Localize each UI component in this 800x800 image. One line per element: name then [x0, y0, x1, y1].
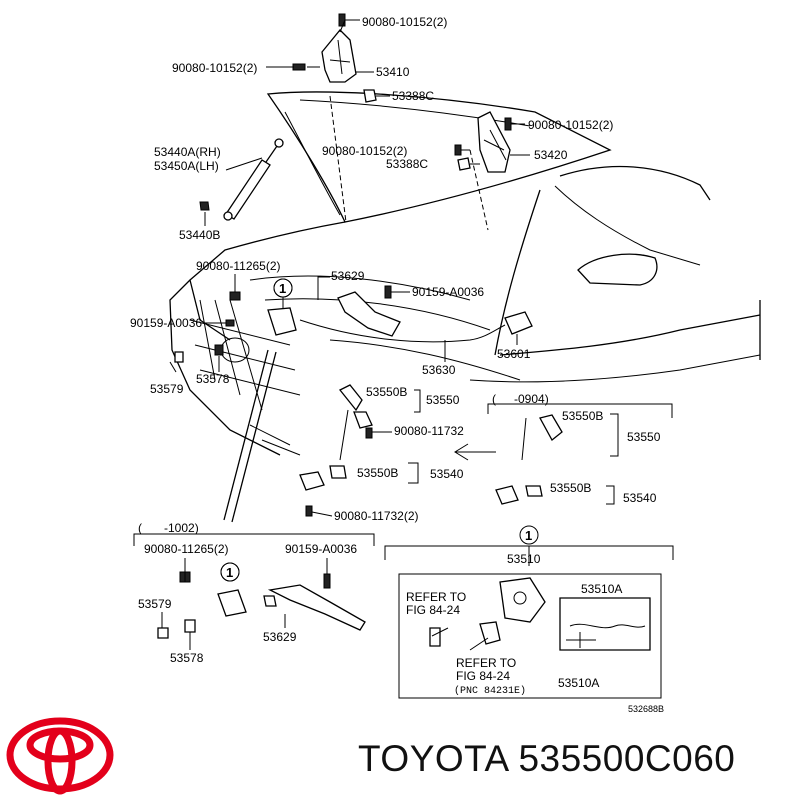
part-label: 53579	[138, 597, 172, 611]
part-label: 90080-10152(2)	[528, 118, 613, 132]
part-label: (	[492, 392, 496, 406]
part-label: 53510A	[558, 676, 599, 690]
part-label: -1002)	[164, 521, 199, 535]
callout-number: 1	[226, 565, 233, 580]
hood-hinge-lh	[292, 13, 390, 103]
part-label: 53629	[331, 269, 365, 283]
part-label: 53630	[422, 363, 456, 377]
part-label: -0904)	[514, 392, 549, 406]
part-label: 90080-10152(2)	[322, 144, 407, 158]
part-label: 90080-11265(2)	[144, 542, 229, 556]
part-label: 53579	[150, 382, 184, 396]
callout-number: 1	[525, 528, 532, 543]
part-label: 90080-10152(2)	[362, 15, 447, 29]
part-label: 53550B	[562, 409, 603, 423]
hood-drawing	[266, 91, 612, 231]
part-label: 90159-A0036	[285, 542, 357, 556]
part-label: 53578	[170, 651, 204, 665]
part-label: 90159-A0036	[130, 316, 202, 330]
part-label: 53388C	[386, 157, 428, 171]
hood-lock-area-upper	[174, 278, 533, 523]
hood-support-strut	[199, 138, 284, 221]
part-label: 53601	[497, 347, 531, 361]
part-label: 53410	[376, 65, 410, 79]
part-label: 53510A	[581, 582, 622, 596]
brand-name: TOYOTA	[358, 738, 508, 779]
part-label: 53550	[426, 393, 460, 407]
part-label: 53510	[507, 552, 541, 566]
part-label: 53440B	[179, 228, 220, 242]
part-label: (PNC 84231E)	[454, 685, 526, 697]
lock-variant-lower	[157, 562, 366, 639]
part-label: 53578	[196, 372, 230, 386]
part-label: 90080-11732(2)	[334, 509, 419, 523]
part-label: 53550B	[357, 466, 398, 480]
part-label: REFER TO	[456, 656, 516, 670]
bracket-lines	[133, 389, 673, 546]
part-number: 535500C060	[518, 738, 736, 779]
part-label: FIG 84-24	[456, 669, 510, 683]
part-label: 90080-10152(2)	[172, 61, 257, 75]
part-label: 53388C	[392, 89, 434, 103]
part-label: 53450A(LH)	[154, 159, 219, 173]
part-label: 53629	[263, 630, 297, 644]
figure-code: 532688B	[628, 704, 664, 714]
part-label: 90080-11732	[394, 424, 464, 438]
part-number-caption: TOYOTA 535500C060	[358, 738, 735, 780]
leader-lines	[161, 19, 518, 650]
hood-lock-assembly-box	[384, 545, 674, 699]
part-label: 53540	[623, 491, 657, 505]
part-label: REFER TO	[406, 590, 466, 604]
part-label: 53550	[627, 430, 661, 444]
part-label: FIG 84-24	[406, 603, 460, 617]
hood-hinge-rh	[454, 111, 530, 173]
part-label: 53550B	[550, 481, 591, 495]
callout-circles: 1 1 1	[220, 278, 539, 582]
part-label: 53420	[534, 148, 568, 162]
callout-number: 1	[279, 281, 286, 296]
part-label: 90080-11265(2)	[196, 259, 281, 273]
toyota-logo-icon	[6, 717, 114, 795]
part-label: (	[138, 521, 142, 535]
support-rod-holders	[299, 384, 563, 517]
part-label: 90159-A0036	[412, 285, 484, 299]
part-label: 53550B	[366, 385, 407, 399]
part-label: 53540	[430, 467, 464, 481]
part-label: 53440A(RH)	[154, 145, 221, 159]
part-labels: 90080-10152(2) 90080-10152(2) 53410 5338…	[130, 15, 664, 714]
